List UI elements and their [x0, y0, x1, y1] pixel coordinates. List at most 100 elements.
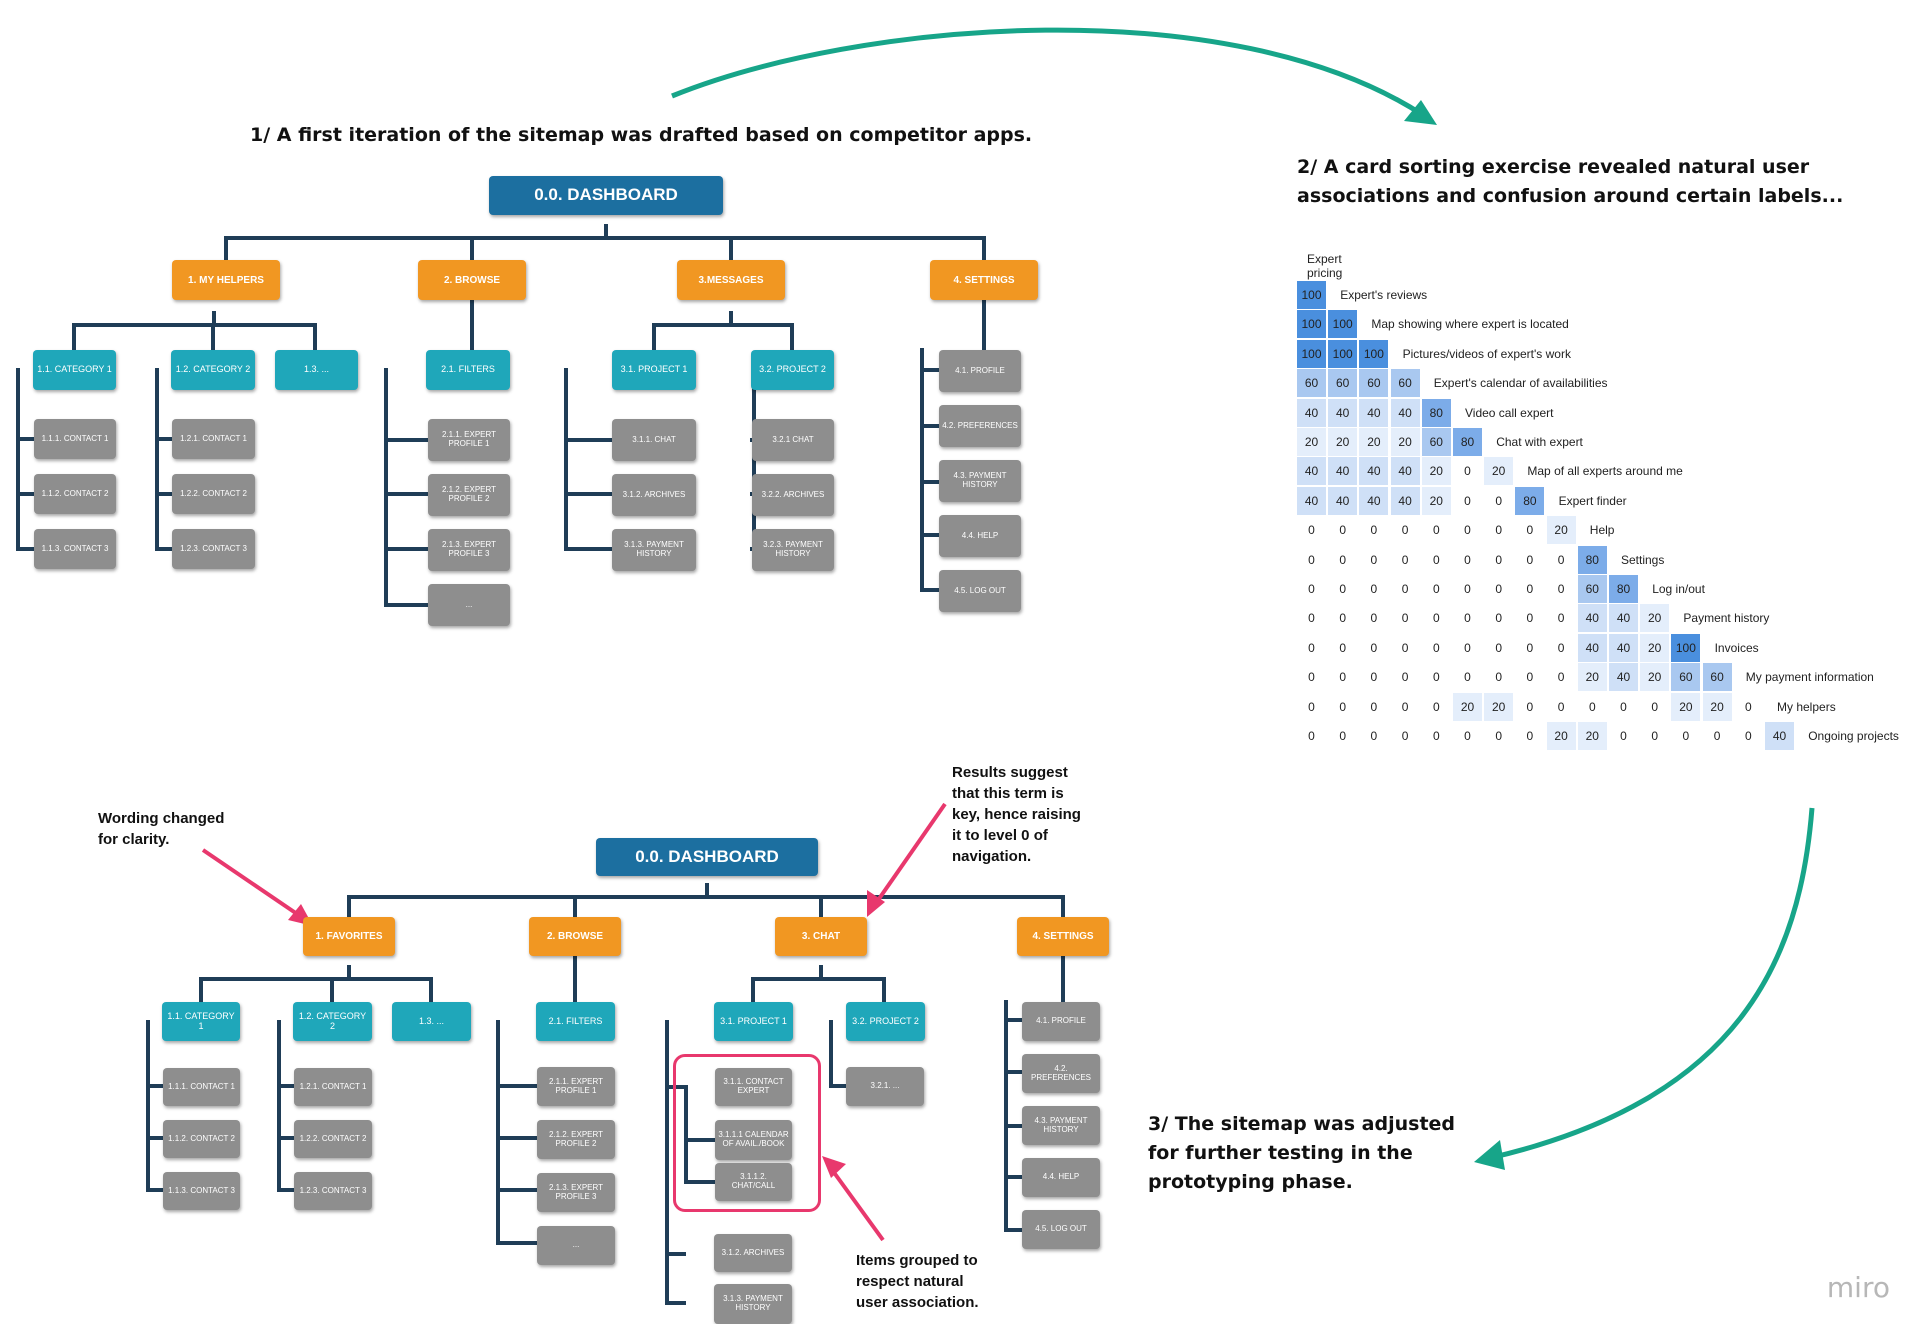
contact-node-v1-cat2-2: 1.2.3. CONTACT 3 [172, 529, 255, 569]
matrix-cell: 40 [1609, 663, 1638, 692]
matrix-row-label: Expert's calendar of availabilities [1433, 376, 1608, 391]
expert-profile-node-v1-2: 2.1.3. EXPERT PROFILE 3 [428, 529, 510, 571]
matrix-cell: 0 [1339, 523, 1347, 538]
matrix-cell: 60 [1297, 369, 1326, 398]
matrix-cell: 0 [1557, 611, 1565, 626]
annotation-grouped: Items grouped to respect natural user as… [856, 1252, 979, 1311]
matrix-row-label: Settings [1621, 552, 1665, 567]
project-1-node-v2: 3.1. PROJECT 1 [714, 1002, 793, 1041]
miro-logo: miro [1826, 1271, 1890, 1304]
level1-node-v2-0: 1. FAVORITES [303, 917, 395, 956]
matrix-cell: 20 [1702, 692, 1732, 721]
category-1-node-v2: 1.1. CATEGORY 1 [162, 1002, 240, 1041]
matrix-cell: 60 [1359, 369, 1389, 398]
callout-arrow-head-results [867, 890, 885, 917]
category-1-node-v1: 1.1. CATEGORY 1 [33, 350, 116, 390]
matrix-cell: 0 [1401, 582, 1409, 596]
grouped-items-highlight [673, 1054, 821, 1212]
matrix-cell: 0 [1370, 552, 1378, 567]
calendar-node: 3.1.1.1 CALENDAR OF AVAIL./BOOK [715, 1120, 792, 1160]
matrix-cell: 40 [1577, 604, 1607, 633]
matrix-cell: 100 [1297, 339, 1326, 368]
matrix-cell: 60 [1390, 369, 1420, 398]
archives-node-v2: 3.1.2. ARCHIVES [714, 1234, 792, 1272]
settings-item-v2-1: 4.2. PREFERENCES [1022, 1054, 1100, 1093]
project-2-item-v1-0: 3.2.1 CHAT [752, 419, 834, 461]
flow-arrow-2-to-3 [1489, 807, 1815, 1161]
category-2-node-v2: 1.2. CATEGORY 2 [293, 1002, 372, 1041]
matrix-cell: 100 [1328, 339, 1358, 368]
matrix-row-label: Map showing where expert is located [1371, 317, 1569, 332]
matrix-cell: 0 [1339, 611, 1347, 626]
matrix-cell: 20 [1359, 428, 1389, 456]
filters-node-v1: 2.1. FILTERS [426, 350, 510, 390]
matrix-cell: 80 [1515, 486, 1545, 515]
matrix-cell: 0 [1308, 523, 1315, 538]
contact-node-v1-cat1-1: 1.1.2. CONTACT 2 [34, 474, 116, 514]
annotation-wording: Wording changed for clarity. [98, 810, 225, 848]
matrix-cell: 0 [1588, 699, 1596, 714]
contact-node-v1-cat2-1: 1.2.2. CONTACT 2 [172, 474, 255, 514]
step-3-caption: 3/ The sitemap was adjusted for further … [1148, 1113, 1456, 1193]
matrix-cell: 20 [1577, 722, 1607, 750]
matrix-cell: 0 [1651, 729, 1659, 743]
matrix-cell: 0 [1339, 552, 1347, 567]
contact-node-v2-cat1-1: 1.1.2. CONTACT 2 [163, 1120, 240, 1158]
matrix-cell: 20 [1640, 663, 1670, 692]
settings-item-v1-1: 4.2. PREFERENCES [939, 405, 1021, 447]
matrix-cell: 0 [1620, 729, 1627, 743]
matrix-cell: 40 [1577, 633, 1607, 662]
matrix-cell: 40 [1297, 398, 1326, 427]
matrix-cell: 0 [1744, 729, 1752, 743]
matrix-row-label: Video call expert [1465, 405, 1554, 420]
matrix-cell: 60 [1328, 369, 1358, 398]
matrix-cell: 0 [1557, 552, 1565, 567]
matrix-cell: 0 [1526, 729, 1534, 743]
matrix-cell: 40 [1390, 398, 1420, 427]
level1-node-v1-1: 2. BROWSE [418, 260, 526, 300]
project-2-item-v2-0: 3.2.1. ... [846, 1067, 924, 1106]
matrix-cell: 40 [1328, 457, 1358, 486]
matrix-row-label: Map of all experts around me [1527, 464, 1683, 479]
settings-item-v1-3: 4.4. HELP [939, 515, 1021, 557]
matrix-cell: 0 [1432, 640, 1440, 655]
contact-node-v1-cat1-2: 1.1.3. CONTACT 3 [34, 529, 116, 569]
settings-item-v2-4: 4.5. LOG OUT [1022, 1210, 1100, 1249]
matrix-cell: 0 [1432, 582, 1440, 596]
matrix-cell: 0 [1682, 729, 1690, 743]
matrix-cell: 0 [1401, 699, 1409, 714]
matrix-cell: 0 [1495, 611, 1503, 626]
matrix-cell: 0 [1495, 670, 1503, 685]
category-3-node-v2: 1.3. ... [392, 1002, 471, 1041]
matrix-cell: 0 [1370, 582, 1378, 596]
contact-expert-node: 3.1.1. CONTACT EXPERT [715, 1068, 792, 1106]
matrix-row-label: Payment history [1683, 611, 1770, 626]
matrix-cell: 80 [1453, 428, 1482, 456]
matrix-cell: 0 [1464, 611, 1471, 626]
matrix-cell: 100 [1297, 281, 1326, 309]
matrix-cell: 0 [1370, 611, 1378, 626]
matrix-cell: 0 [1557, 670, 1565, 685]
matrix-cell: 0 [1432, 523, 1440, 538]
matrix-cell: 40 [1359, 398, 1389, 427]
matrix-cell: 80 [1577, 545, 1607, 574]
matrix-cell: 40 [1609, 604, 1638, 633]
matrix-cell: 40 [1609, 633, 1638, 662]
matrix-cell: 0 [1339, 640, 1347, 655]
matrix-cell: 0 [1401, 552, 1409, 567]
matrix-cell: 40 [1359, 486, 1389, 515]
matrix-cell: 0 [1339, 582, 1347, 596]
matrix-cell: 0 [1526, 611, 1534, 626]
project-2-item-v1-2: 3.2.3. PAYMENT HISTORY [752, 529, 834, 571]
matrix-cell: 40 [1765, 722, 1794, 750]
project-2-item-v1-1: 3.2.2. ARCHIVES [752, 474, 834, 516]
matrix-cell: 40 [1297, 486, 1326, 515]
settings-item-v2-3: 4.4. HELP [1022, 1158, 1100, 1197]
matrix-cell: 40 [1359, 457, 1389, 486]
settings-item-v1-0: 4.1. PROFILE [939, 350, 1021, 392]
matrix-cell: 0 [1308, 640, 1315, 655]
settings-item-v2-2: 4.3. PAYMENT HISTORY [1022, 1106, 1100, 1145]
matrix-cell: 0 [1526, 640, 1534, 655]
dashboard-node-v2: 0.0. DASHBOARD [596, 838, 818, 876]
